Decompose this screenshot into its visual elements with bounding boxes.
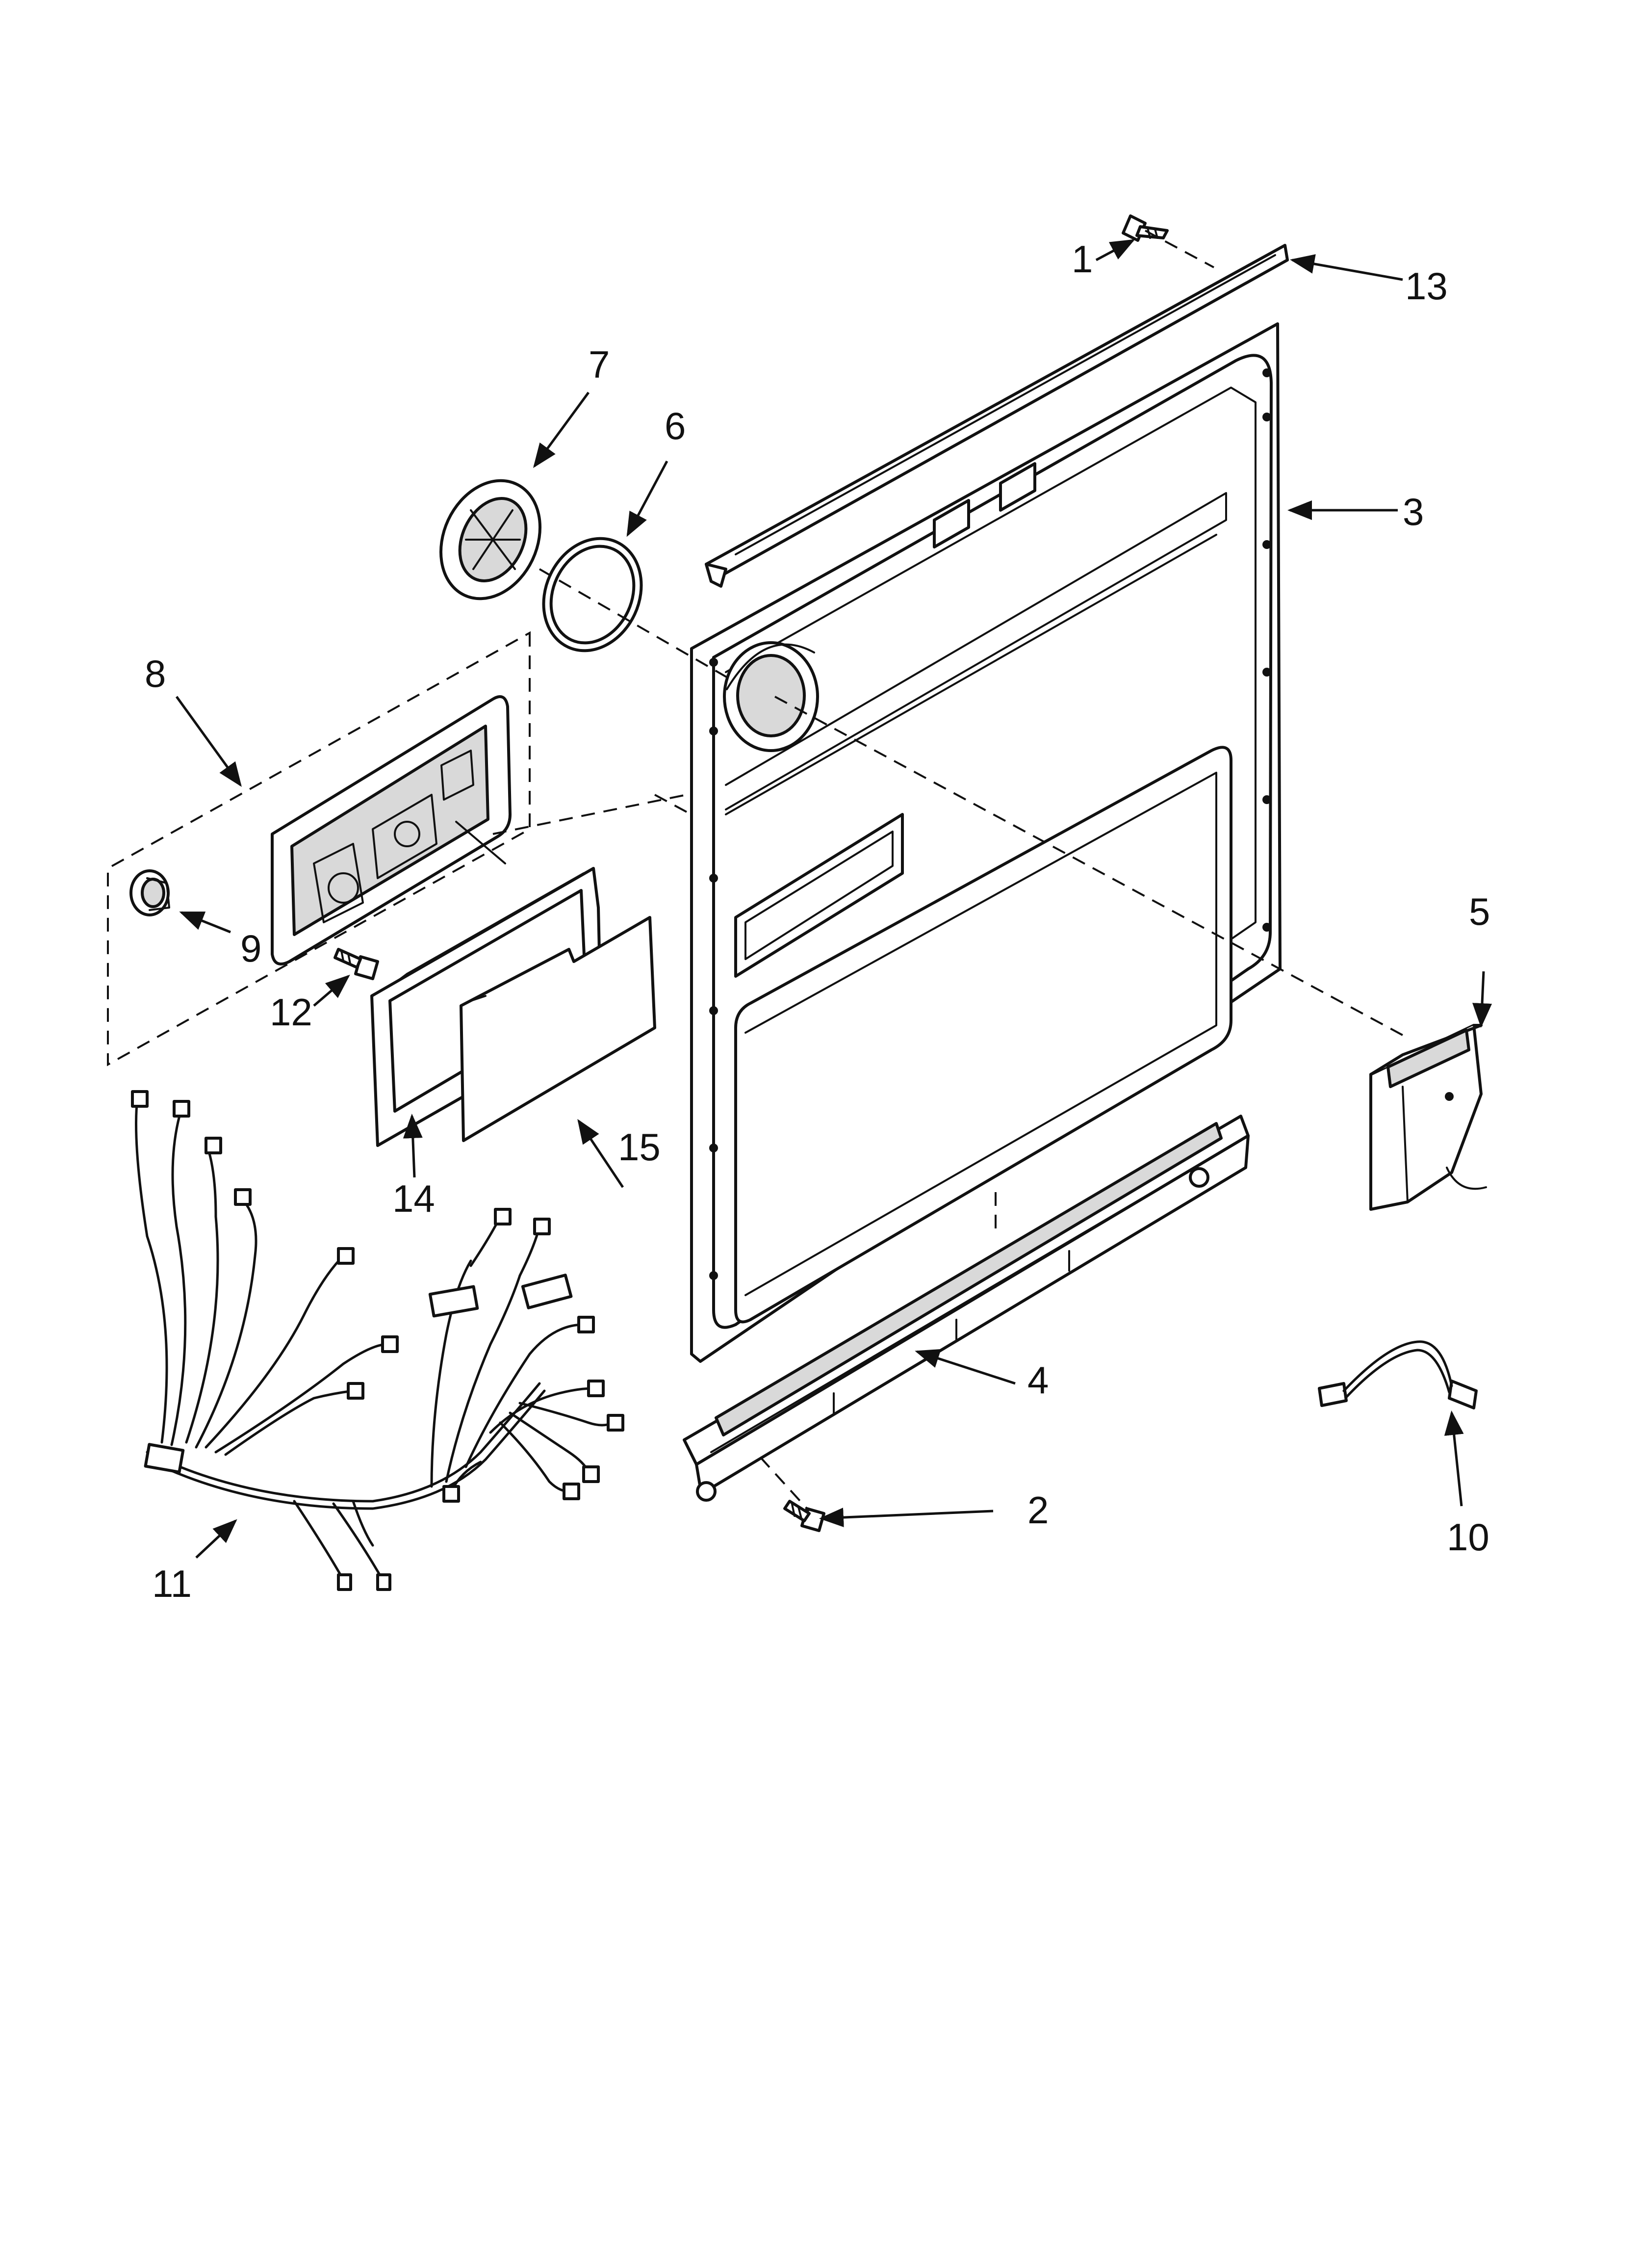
- vent-duct: [1369, 1024, 1487, 1211]
- vent-gasket: [542, 537, 643, 652]
- callout-8: 8: [145, 652, 166, 695]
- callout-10: 10: [1447, 1515, 1489, 1559]
- dispenser-assembly: [107, 631, 531, 1067]
- top-door-trim: [705, 244, 1289, 588]
- wire-jumper: [1318, 1340, 1478, 1409]
- vent-cover: [439, 479, 542, 600]
- callout-6: 6: [665, 404, 686, 447]
- dispenser-screw: [334, 948, 379, 980]
- callout-1: 1: [1072, 237, 1093, 281]
- callout-9: 9: [240, 927, 261, 970]
- callout-15: 15: [618, 1125, 661, 1169]
- lower-door-trim: [683, 1115, 1250, 1502]
- callout-4: 4: [1027, 1358, 1049, 1402]
- callout-3: 3: [1403, 490, 1424, 533]
- callout-7: 7: [589, 343, 610, 386]
- callout-leaders: [175, 239, 1492, 1559]
- screw-bottom: [783, 1500, 825, 1532]
- screw-top: [1122, 214, 1169, 242]
- callout-12: 12: [270, 991, 312, 1034]
- callout-labels: 1 2 3 4 5 6 7 8 9 10 11 12 13 14 15: [145, 237, 1490, 1605]
- callout-5: 5: [1469, 890, 1490, 933]
- callout-2: 2: [1027, 1488, 1049, 1532]
- assembly-lines: [492, 230, 1403, 1512]
- wire-harness: [131, 1090, 624, 1591]
- insulation-pad: [460, 916, 656, 1142]
- callout-13: 13: [1405, 264, 1448, 308]
- inner-door-panel: [690, 322, 1282, 1363]
- callout-11: 11: [152, 1562, 192, 1605]
- rinse-aid-knob: [129, 869, 170, 916]
- callout-14: 14: [392, 1177, 435, 1220]
